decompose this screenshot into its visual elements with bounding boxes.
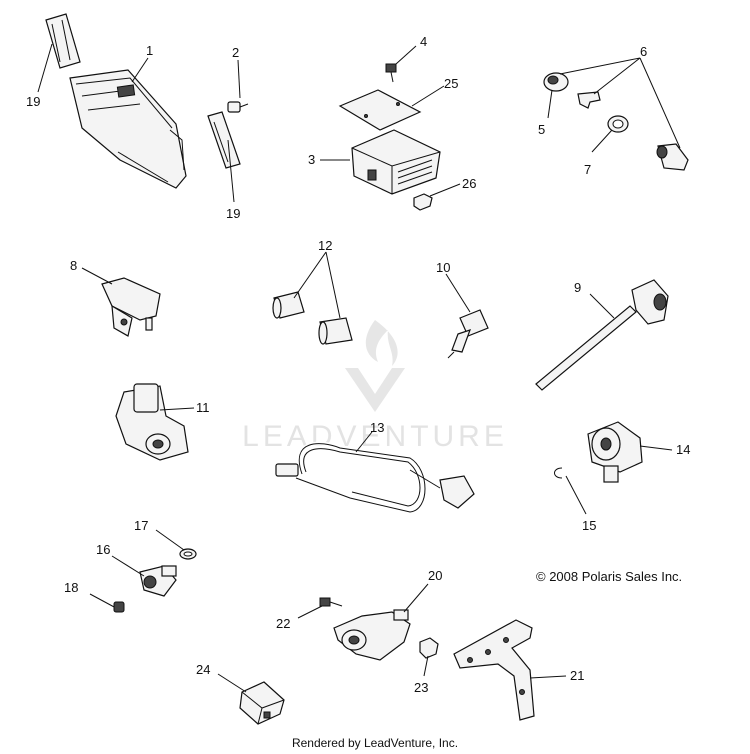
callout-19b: 19 [226,206,240,221]
callout-19a: 19 [26,94,40,109]
callout-7: 7 [584,162,591,177]
callout-22: 22 [276,616,290,631]
callout-20: 20 [428,568,442,583]
footer-credit: Rendered by LeadVenture, Inc. [292,736,458,750]
part-18-screw [89,593,125,613]
callout-13: 13 [370,420,384,435]
callout-11: 11 [196,400,210,415]
part-5-sensor-cap [543,72,569,92]
part-13-harness [275,441,475,515]
callout-25: 25 [444,76,458,91]
callout-5: 5 [538,122,545,137]
callout-16: 16 [96,542,110,557]
callout-24: 24 [196,662,210,677]
callout-4: 4 [420,34,427,49]
part-15-clip [554,467,563,479]
part-17-oring [179,548,197,560]
watermark-text: LEADVENTURE [242,420,508,453]
part-26-nut [413,193,433,211]
part-22-screw [319,597,343,607]
part-25-gasket [338,89,422,131]
part-6-key [577,91,601,109]
callout-26: 26 [462,176,476,191]
callout-6: 6 [640,44,647,59]
callout-8: 8 [70,258,77,273]
part-12-insert-a [272,291,305,319]
part-6-sensor [656,143,689,171]
part-19-clip-right [207,111,241,169]
part-9-probe-sensor [535,279,669,391]
callout-9: 9 [574,280,581,295]
part-7-oring [607,115,629,133]
part-20-valve [333,609,411,661]
callout-18: 18 [64,580,78,595]
part-10-temp-sensor [447,309,489,359]
copyright-notice: © 2008 Polaris Sales Inc. [536,569,682,584]
part-1-ecu [69,69,187,189]
part-12-insert-b [318,317,353,345]
watermark-logo [345,320,405,412]
part-11-tps [115,383,189,461]
callout-23: 23 [414,680,428,695]
part-2-screw [227,101,249,113]
part-16-sensor [139,565,177,597]
part-23-nut [419,637,439,659]
part-14-knock-sensor [587,421,643,483]
part-21-bracket [453,619,535,721]
part-4-screw [385,63,397,83]
callout-15: 15 [582,518,596,533]
callout-17: 17 [134,518,148,533]
callout-2: 2 [232,45,239,60]
part-8-map-sensor [101,277,161,337]
callout-1: 1 [146,43,153,58]
callout-10: 10 [436,260,450,275]
part-19-clip-left [45,13,81,69]
callout-3: 3 [308,152,315,167]
part-24-relay [239,681,285,725]
part-3-module [351,129,441,195]
callout-14: 14 [676,442,690,457]
callout-21: 21 [570,668,584,683]
callout-12: 12 [318,238,332,253]
